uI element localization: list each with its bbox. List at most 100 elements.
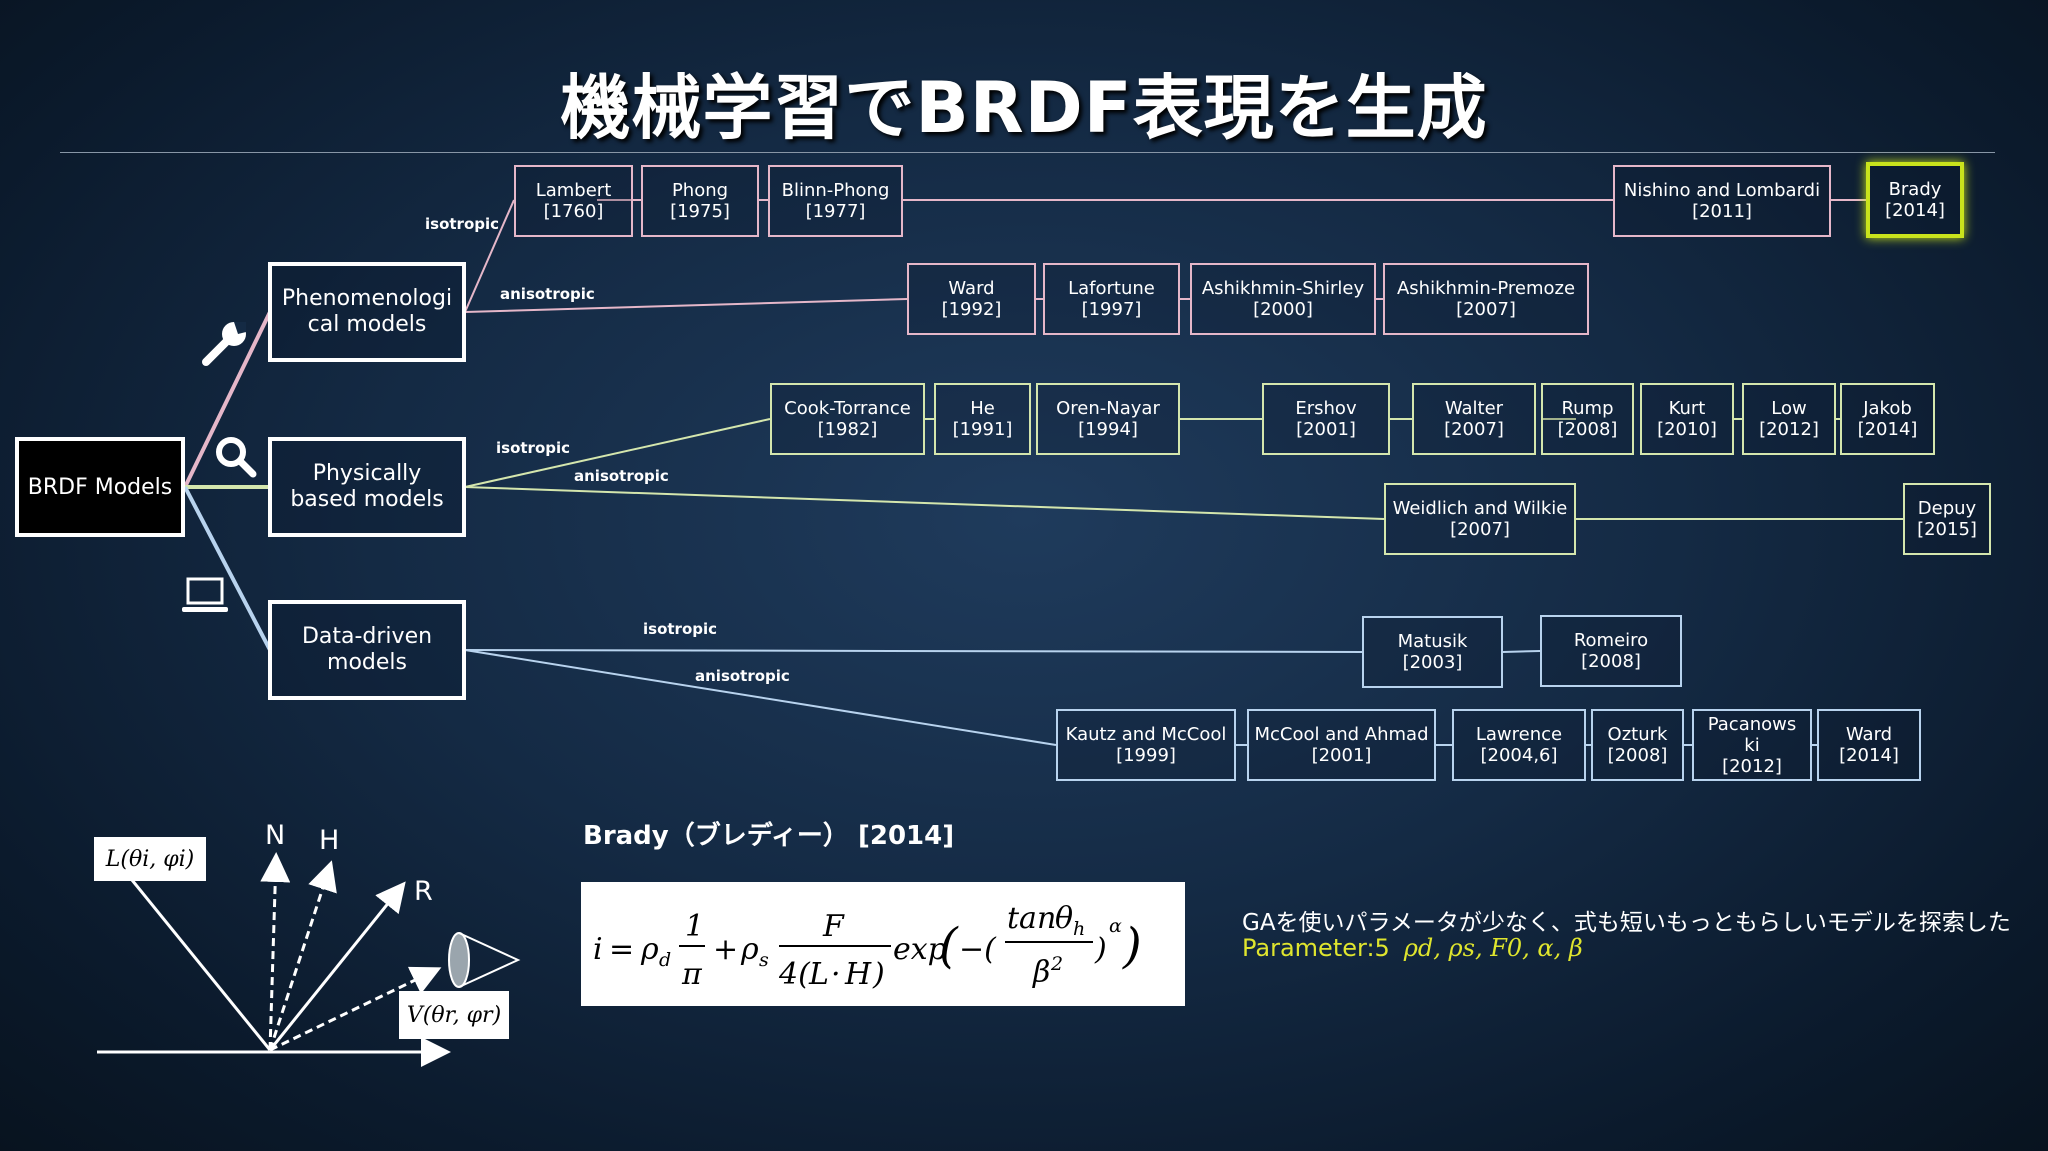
edge-label-isotropic: isotropic	[496, 439, 571, 457]
model-name: Phong	[671, 180, 729, 201]
model-name: Ershov	[1295, 398, 1357, 419]
model-year: [2003]	[1402, 652, 1463, 673]
model-name: Lafortune	[1068, 278, 1155, 299]
model-year: [2007]	[1456, 299, 1516, 320]
svg-text:(: (	[939, 918, 959, 974]
model-name: Walter	[1444, 398, 1504, 419]
svg-text:1: 1	[685, 909, 704, 944]
model-name: Ashikhmin-Shirley	[1201, 278, 1365, 299]
parameter-vars: ρd, ρs, F0, α, β	[1403, 934, 1583, 962]
model-name: Ashikhmin-Premoze	[1396, 278, 1576, 299]
parameter-line: Parameter:5 ρd, ρs, F0, α, β	[1242, 934, 1583, 962]
model-name: Lambert	[535, 180, 612, 201]
normal-vector-label: N	[265, 820, 286, 851]
model-year: [2014]	[1857, 419, 1918, 440]
category-label: models	[327, 650, 407, 675]
model-box-rump: Rump[2008]	[1541, 383, 1634, 455]
model-year: [1999]	[1116, 745, 1176, 766]
edge-label-isotropic: isotropic	[643, 620, 718, 638]
model-year: [2000]	[1253, 299, 1313, 320]
model-year: [2014]	[1839, 745, 1899, 766]
model-name: McCool and Ahmad	[1254, 724, 1429, 745]
reflection-diagram	[97, 852, 521, 1067]
svg-text:β: β	[1032, 955, 1050, 990]
model-box-lawrence: Lawrence[2004,6]	[1452, 709, 1586, 781]
model-name: Weidlich and Wilkie	[1392, 498, 1568, 519]
model-name: Ozturk	[1607, 724, 1668, 745]
model-year: [1982]	[817, 419, 878, 440]
svg-text:+: +	[713, 932, 738, 967]
model-box-kautz-mccool: Kautz and McCool[1999]	[1056, 709, 1236, 781]
model-year: [2008]	[1581, 651, 1641, 672]
model-name: Ward	[948, 278, 995, 299]
model-box-weidlich-wilkie: Weidlich and Wilkie[2007]	[1384, 483, 1576, 555]
model-name: Lawrence	[1475, 724, 1563, 745]
reflection-vector-label: R	[414, 876, 433, 907]
model-year: [2014]	[1885, 200, 1945, 221]
model-box-ashikhmin-premoze: Ashikhmin-Premoze[2007]	[1383, 263, 1589, 335]
model-box-blinn-phong: Blinn-Phong[1977]	[768, 165, 903, 237]
svg-text:θ: θ	[1055, 901, 1073, 936]
model-year: [2007]	[1450, 519, 1510, 540]
model-name: Kurt	[1668, 398, 1706, 419]
model-box-ward-2014: Ward[2014]	[1817, 709, 1921, 781]
model-year: [2015]	[1917, 519, 1977, 540]
model-box-matusik: Matusik[2003]	[1362, 616, 1503, 688]
model-box-low: Low[2012]	[1742, 383, 1836, 455]
model-year: [2010]	[1657, 419, 1717, 440]
category-label: based models	[290, 487, 444, 512]
svg-text:exp: exp	[893, 932, 947, 967]
model-box-ershov: Ershov[2001]	[1262, 383, 1390, 455]
svg-text:·: ·	[831, 957, 841, 992]
model-box-cook-torrance: Cook-Torrance[1982]	[770, 383, 925, 455]
svg-text:): )	[872, 957, 885, 992]
model-year: [2011]	[1692, 201, 1752, 222]
view-direction-label: V(θr, φr)	[399, 991, 509, 1039]
model-year: [2001]	[1296, 419, 1356, 440]
category-label: cal models	[307, 312, 427, 337]
root-label: BRDF Models	[27, 474, 173, 500]
model-name: ki	[1744, 734, 1760, 756]
title-divider	[60, 152, 1995, 153]
model-box-ward-1992: Ward[1992]	[907, 263, 1036, 335]
parameter-label: Parameter:5	[1242, 934, 1390, 962]
model-box-depuy: Depuy[2015]	[1903, 483, 1991, 555]
model-year: [1991]	[952, 419, 1013, 440]
model-year: [1997]	[1081, 299, 1142, 320]
model-name: Depuy	[1917, 498, 1977, 519]
model-box-lambert: Lambert[1760]	[514, 165, 633, 237]
model-name: Low	[1771, 398, 1807, 419]
model-box-kurt: Kurt[2010]	[1640, 383, 1734, 455]
svg-text:ρ: ρ	[640, 932, 659, 967]
model-box-mccool-ahmad: McCool and Ahmad[2001]	[1247, 709, 1436, 781]
model-box-romeiro: Romeiro[2008]	[1540, 615, 1682, 687]
model-name: Oren-Nayar	[1056, 398, 1160, 419]
model-name: Jakob	[1863, 398, 1912, 419]
model-name: Cook-Torrance	[784, 398, 911, 419]
svg-text:α: α	[1109, 915, 1122, 937]
description-text: GAを使いパラメータが少なく、式も短いもっともらしいモデルを探索した	[1242, 910, 2011, 936]
model-name: He	[970, 398, 995, 419]
model-name: Nishino and Lombardi	[1623, 180, 1821, 201]
model-year: [2004,6]	[1480, 745, 1558, 766]
model-year: [2012]	[1722, 755, 1782, 777]
half-vector-label: H	[319, 825, 340, 856]
svg-text:=: =	[609, 932, 634, 967]
edge-label-anisotropic: anisotropic	[500, 285, 595, 303]
svg-text:π: π	[681, 957, 703, 992]
model-year: [1760]	[543, 201, 604, 222]
model-year: [1992]	[941, 299, 1002, 320]
model-year: [2001]	[1311, 745, 1372, 766]
svg-text:): )	[1122, 918, 1142, 974]
model-name: Blinn-Phong	[781, 180, 890, 201]
model-year: [1977]	[805, 201, 866, 222]
model-name: Romeiro	[1573, 630, 1649, 651]
laptop-icon	[182, 577, 228, 612]
svg-text:): )	[1094, 932, 1107, 967]
model-box-ashikhmin-shirley: Ashikhmin-Shirley[2000]	[1190, 263, 1376, 335]
svg-text:2: 2	[1050, 953, 1063, 975]
svg-text:L: L	[808, 957, 829, 992]
